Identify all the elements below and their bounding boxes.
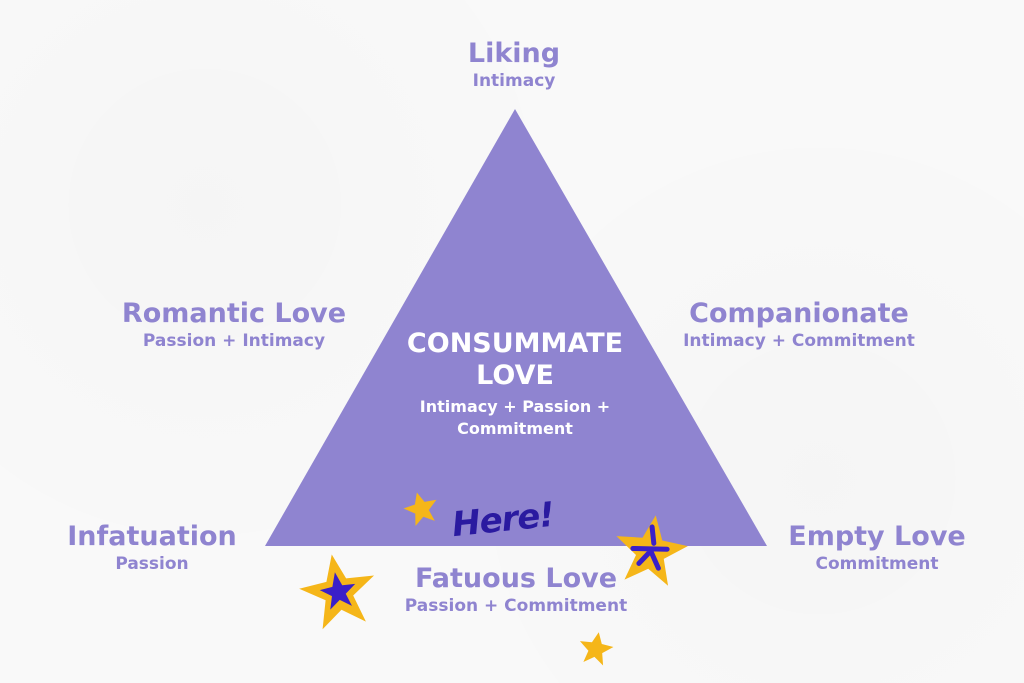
liking-sub: Intimacy: [472, 71, 556, 91]
romantic-love-sub: Passion + Intimacy: [142, 331, 326, 351]
label-companionate: Companionate Intimacy + Commitment: [660, 298, 938, 352]
consummate-title-line2: LOVE: [476, 360, 554, 391]
label-infatuation: Infatuation Passion: [52, 521, 252, 575]
liking-title: Liking: [467, 38, 561, 69]
fatuous-love-title: Fatuous Love: [414, 563, 618, 594]
infatuation-title: Infatuation: [67, 521, 237, 552]
label-consummate-love: CONSUMMATE LOVE Intimacy + Passion + Com…: [395, 328, 635, 440]
label-romantic-love: Romantic Love Passion + Intimacy: [104, 298, 364, 352]
empty-love-sub: Commitment: [815, 554, 939, 574]
companionate-title: Companionate: [689, 298, 909, 329]
label-liking: Liking Intimacy: [414, 38, 614, 92]
label-fatuous-love: Fatuous Love Passion + Commitment: [385, 563, 647, 617]
infatuation-sub: Passion: [115, 554, 189, 574]
star-doodle-small-top: [403, 492, 437, 527]
love-triangle: [265, 109, 767, 546]
companionate-sub: Intimacy + Commitment: [683, 331, 915, 351]
consummate-sub-line1: Intimacy + Passion +: [419, 397, 611, 416]
fatuous-love-sub: Passion + Commitment: [404, 596, 628, 616]
star-doodle-small-bottom: [579, 632, 614, 666]
star-doodle-left: [299, 554, 375, 630]
consummate-title-line1: CONSUMMATE: [406, 328, 624, 359]
empty-love-title: Empty Love: [788, 521, 966, 552]
consummate-sub-line2: Commitment: [457, 419, 573, 438]
romantic-love-title: Romantic Love: [121, 298, 347, 329]
label-empty-love: Empty Love Commitment: [770, 521, 984, 575]
star-doodle-right: [616, 515, 688, 586]
